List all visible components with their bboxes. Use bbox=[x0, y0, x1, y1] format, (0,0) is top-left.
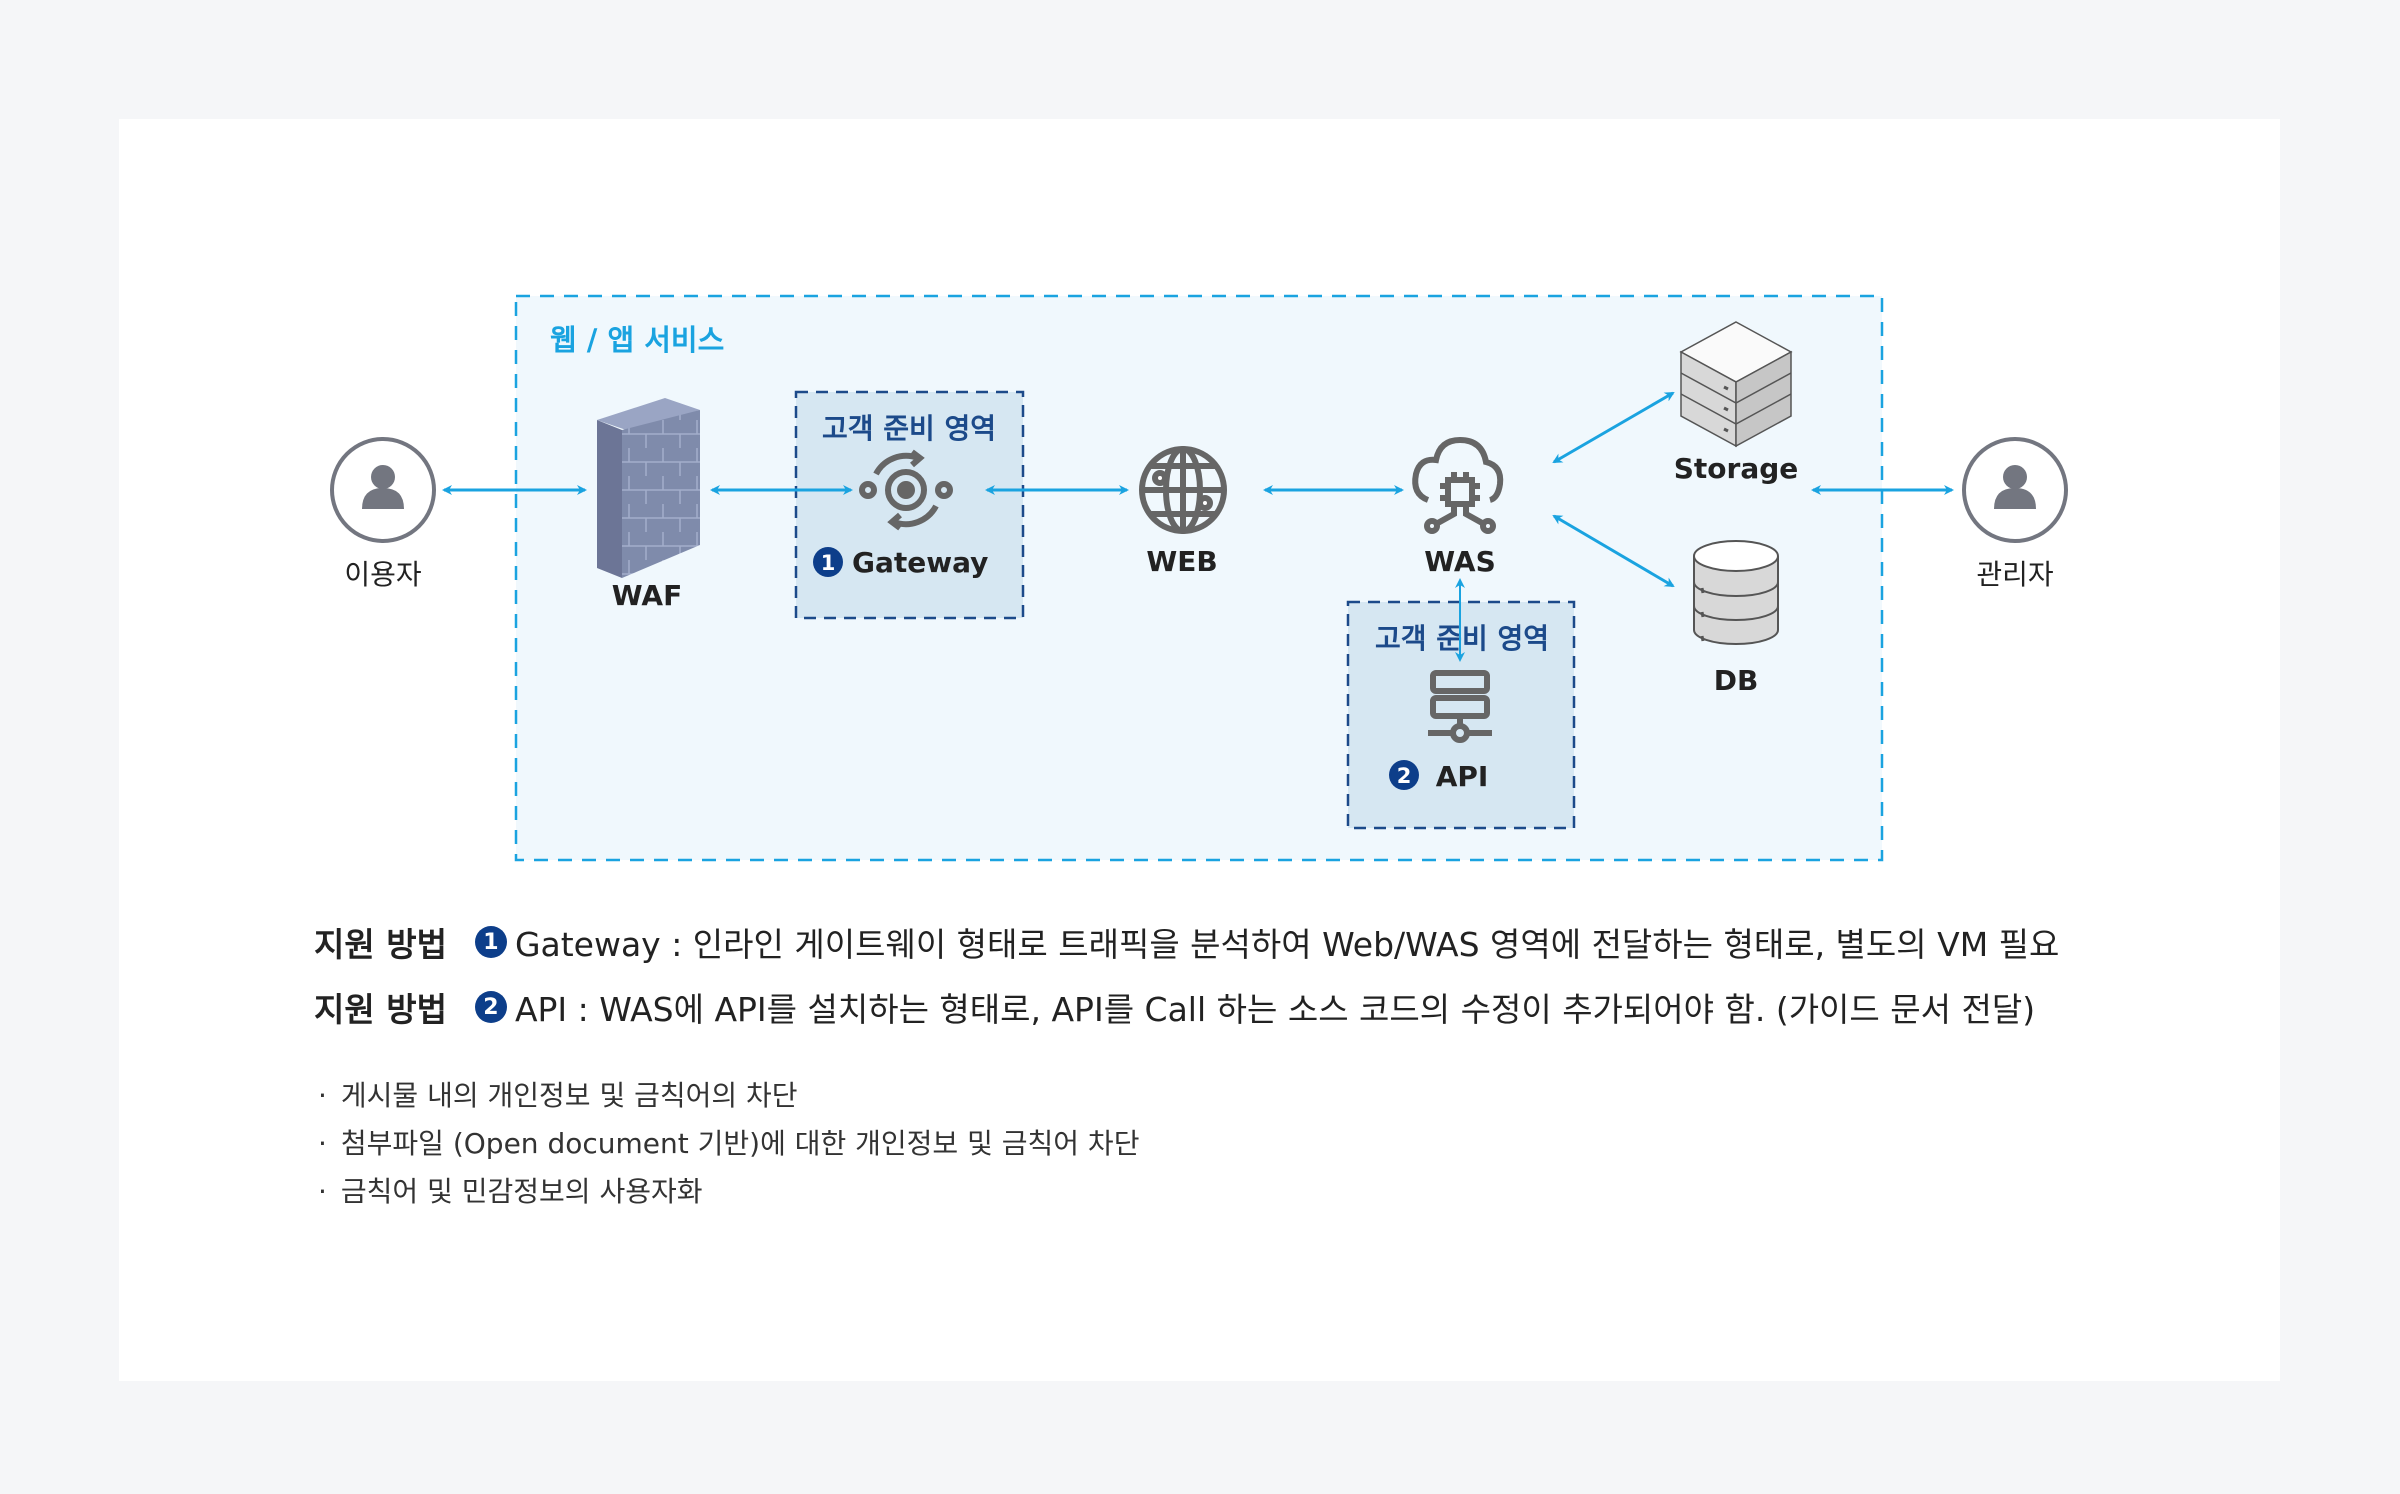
support-method-1: 지원 방법 1 Gateway : 인라인 게이트웨이 형태로 트래픽을 분석하… bbox=[314, 918, 2059, 966]
bullet-marker: · bbox=[318, 1079, 327, 1112]
web-node: WEB bbox=[1139, 446, 1227, 578]
admin-label: 관리자 bbox=[1976, 558, 2053, 591]
badge-one bbox=[813, 547, 843, 577]
admin-node: 관리자 bbox=[1962, 437, 2068, 591]
service-area bbox=[514, 294, 1884, 862]
badge-two: 2 bbox=[474, 991, 507, 1023]
arrow-was-db bbox=[1552, 514, 1675, 588]
user-label: 이용자 bbox=[344, 558, 421, 591]
cloud-chip-icon bbox=[1412, 436, 1504, 534]
api-area-label: 고객 준비 영역 bbox=[1375, 622, 1549, 655]
was-node: WAS bbox=[1412, 436, 1504, 578]
list-item: · 금칙어 및 민감정보의 사용자화 bbox=[318, 1170, 703, 1210]
db-node: DB bbox=[1693, 540, 1779, 697]
list-item: · 첨부파일 (Open document 기반)에 대한 개인정보 및 금칙어 … bbox=[318, 1122, 1139, 1162]
bullet-marker: · bbox=[318, 1127, 327, 1160]
support-method-heading: 지원 방법 bbox=[314, 925, 447, 964]
user-node: 이용자 bbox=[330, 437, 436, 591]
web-label: WEB bbox=[1146, 545, 1217, 578]
api-node: 2 API bbox=[1389, 670, 1492, 793]
server-network-icon bbox=[1428, 670, 1492, 743]
db-label: DB bbox=[1714, 664, 1759, 697]
arrow-was-storage bbox=[1552, 391, 1675, 464]
gateway-sync-icon bbox=[859, 449, 953, 531]
gateway-area-label: 고객 준비 영역 bbox=[822, 412, 996, 445]
support-method-heading: 지원 방법 bbox=[314, 990, 447, 1029]
bullet-marker: · bbox=[318, 1175, 327, 1208]
storage-server-icon bbox=[1679, 321, 1793, 448]
list-item-text: 게시물 내의 개인정보 및 금칙어의 차단 bbox=[340, 1079, 798, 1112]
badge-one-label: 1 bbox=[821, 551, 836, 575]
list-item: · 게시물 내의 개인정보 및 금칙어의 차단 bbox=[318, 1074, 798, 1114]
support-method-text: Gateway : 인라인 게이트웨이 형태로 트래픽을 분석하여 Web/WA… bbox=[514, 925, 2060, 964]
database-icon bbox=[1693, 540, 1779, 645]
api-label: API bbox=[1436, 760, 1489, 793]
storage-label: Storage bbox=[1674, 452, 1799, 485]
badge-two-label: 2 bbox=[1397, 764, 1412, 788]
globe-icon bbox=[1139, 446, 1227, 534]
badge-one: 1 bbox=[474, 926, 507, 958]
firewall-icon bbox=[597, 398, 700, 578]
list-item-text: 금칙어 및 민감정보의 사용자화 bbox=[340, 1175, 703, 1208]
waf-label: WAF bbox=[612, 579, 682, 612]
badge-two bbox=[1389, 760, 1419, 790]
gateway-label: Gateway bbox=[852, 546, 988, 579]
support-method-2: 지원 방법 2 API : WAS에 API를 설치하는 형태로, API를 C… bbox=[314, 983, 2035, 1031]
service-area-label: 웹 / 앱 서비스 bbox=[550, 323, 724, 357]
list-item-text: 첨부파일 (Open document 기반)에 대한 개인정보 및 금칙어 차… bbox=[340, 1127, 1140, 1160]
was-label: WAS bbox=[1424, 545, 1495, 578]
waf-node: WAF bbox=[597, 398, 700, 612]
support-method-text: API : WAS에 API를 설치하는 형태로, API를 Call 하는 소… bbox=[514, 990, 2036, 1029]
storage-node: Storage bbox=[1674, 321, 1799, 485]
gateway-node: 1 Gateway bbox=[813, 449, 988, 579]
